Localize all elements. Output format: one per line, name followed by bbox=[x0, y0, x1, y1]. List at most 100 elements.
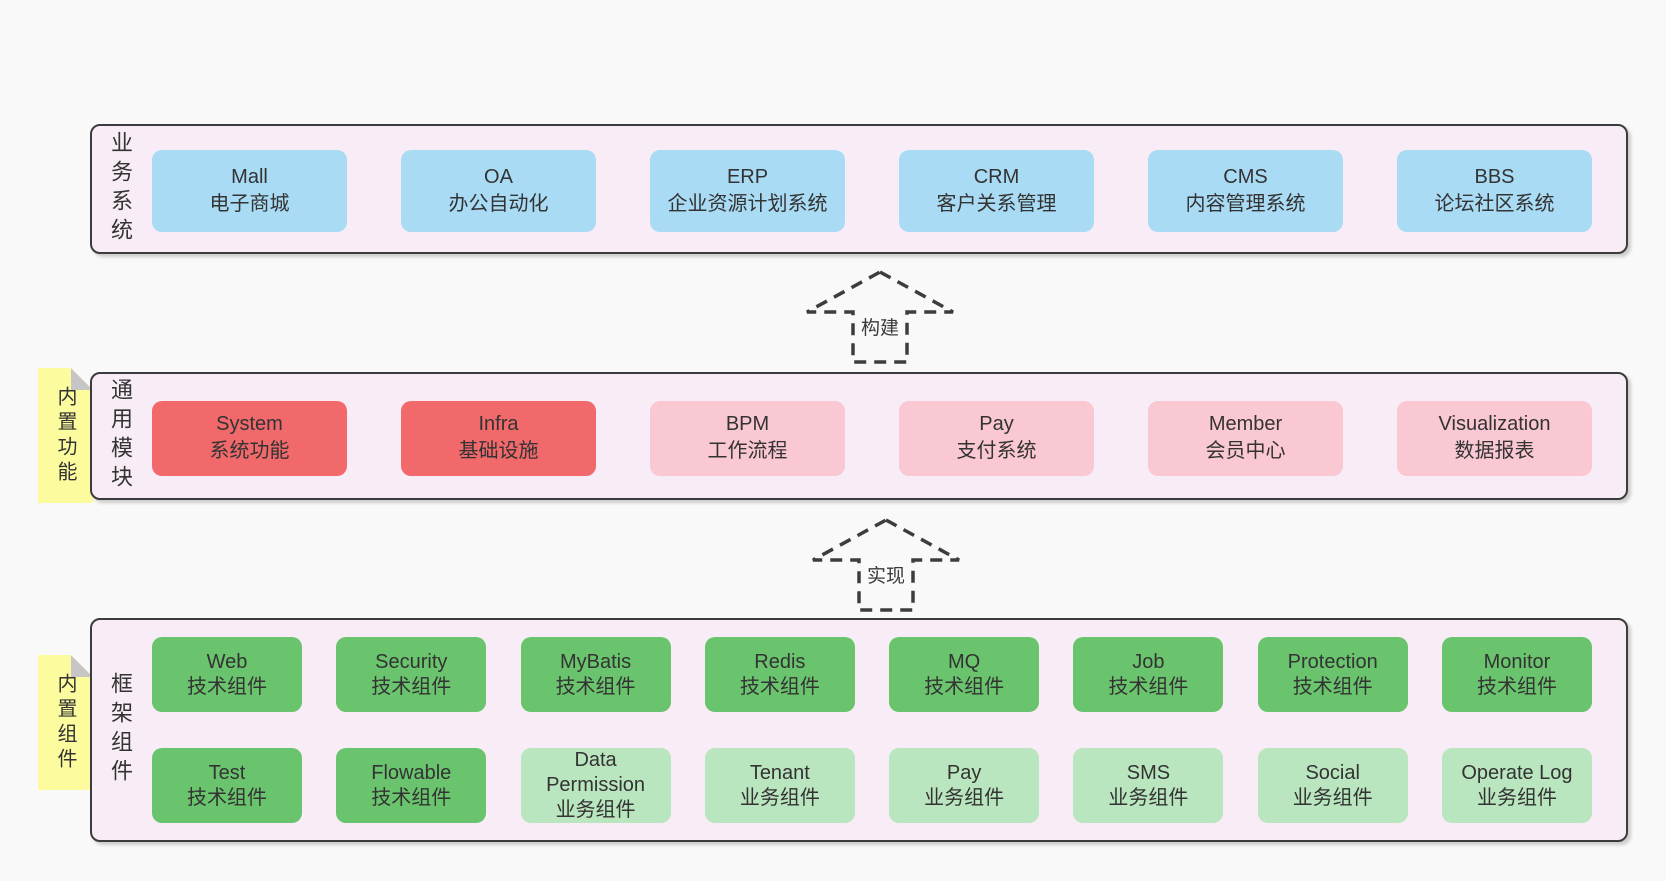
box-bbs: BBS 论坛社区系统 bbox=[1397, 150, 1592, 232]
box-subtitle: 技术组件 bbox=[555, 675, 636, 698]
box-subtitle: 办公自动化 bbox=[448, 193, 549, 215]
box-title: System bbox=[216, 413, 283, 435]
box-title: MyBatis bbox=[560, 650, 632, 673]
box-pay-system: Pay 支付系统 bbox=[899, 400, 1094, 476]
box-title: Data Permission bbox=[546, 749, 646, 796]
box-title: Web bbox=[206, 650, 248, 673]
box-redis: Redis 技术组件 bbox=[704, 637, 855, 712]
box-title: Tenant bbox=[749, 761, 810, 784]
box-job: Job 技术组件 bbox=[1073, 637, 1224, 712]
arrow-up-dashed-icon bbox=[806, 270, 954, 364]
note-built-in-features: 内置功能 bbox=[38, 368, 93, 503]
box-subtitle: 论坛社区系统 bbox=[1434, 193, 1555, 215]
components-box-row-1: Web 技术组件 Security 技术组件 MyBatis 技术组件 Redi… bbox=[152, 637, 1592, 712]
box-mall: Mall 电子商城 bbox=[152, 150, 347, 232]
box-security: Security 技术组件 bbox=[336, 637, 487, 712]
box-title: SMS bbox=[1126, 761, 1171, 784]
box-pay-component: Pay 业务组件 bbox=[889, 748, 1040, 823]
box-title: Visualization bbox=[1438, 413, 1551, 435]
box-oa: OA 办公自动化 bbox=[401, 150, 596, 232]
box-tenant: Tenant 业务组件 bbox=[704, 748, 855, 823]
box-subtitle: 内容管理系统 bbox=[1185, 193, 1306, 215]
box-mybatis: MyBatis 技术组件 bbox=[520, 637, 671, 712]
arrow-up-dashed-icon bbox=[812, 518, 960, 612]
box-member: Member 会员中心 bbox=[1148, 400, 1343, 476]
box-infra: Infra 基础设施 bbox=[401, 400, 596, 476]
box-subtitle: 会员中心 bbox=[1205, 440, 1286, 462]
layer-framework-components: 框架组件 Web 技术组件 Security 技术组件 MyBatis 技术组件… bbox=[90, 618, 1628, 842]
box-subtitle: 业务组件 bbox=[1292, 786, 1373, 809]
box-subtitle: 技术组件 bbox=[924, 675, 1005, 698]
box-subtitle: 业务组件 bbox=[924, 786, 1005, 809]
box-subtitle: 技术组件 bbox=[187, 675, 267, 698]
box-subtitle: 业务组件 bbox=[739, 786, 820, 809]
layer-common-modules: 通用模块 System 系统功能 Infra 基础设施 BPM 工作流程 Pay… bbox=[90, 372, 1628, 500]
modules-box-row: System 系统功能 Infra 基础设施 BPM 工作流程 Pay 支付系统… bbox=[152, 374, 1592, 502]
box-social: Social 业务组件 bbox=[1257, 748, 1408, 823]
box-data-permission: Data Permission 业务组件 bbox=[520, 748, 671, 823]
box-title: Infra bbox=[478, 413, 519, 435]
box-title: ERP bbox=[726, 166, 769, 188]
arrow-implement-label: 实现 bbox=[864, 561, 908, 588]
box-title: Pay bbox=[979, 413, 1014, 435]
box-title: Member bbox=[1208, 413, 1283, 435]
note-built-in-components: 内置组件 bbox=[38, 655, 93, 790]
box-subtitle: 企业资源计划系统 bbox=[667, 193, 828, 215]
box-title: MQ bbox=[948, 650, 981, 673]
box-subtitle: 工作流程 bbox=[707, 440, 788, 462]
box-mq: MQ 技术组件 bbox=[889, 637, 1040, 712]
box-subtitle: 技术组件 bbox=[1292, 675, 1373, 698]
box-subtitle: 技术组件 bbox=[1476, 675, 1557, 698]
box-test: Test 技术组件 bbox=[152, 748, 302, 823]
box-title: Protection bbox=[1287, 650, 1378, 673]
box-subtitle: 数据报表 bbox=[1454, 440, 1535, 462]
box-visualization: Visualization 数据报表 bbox=[1397, 400, 1592, 476]
layer-business-systems-label: 业务系统 bbox=[108, 131, 133, 247]
layer-common-modules-label: 通用模块 bbox=[108, 378, 133, 494]
box-title: Security bbox=[375, 650, 448, 673]
box-subtitle: 业务组件 bbox=[1108, 786, 1189, 809]
box-subtitle: 技术组件 bbox=[187, 786, 267, 809]
box-title: CRM bbox=[973, 166, 1020, 188]
note-built-in-features-label: 内置功能 bbox=[54, 385, 76, 486]
box-erp: ERP 企业资源计划系统 bbox=[650, 150, 845, 232]
box-protection: Protection 技术组件 bbox=[1257, 637, 1408, 712]
note-built-in-components-label: 内置组件 bbox=[54, 672, 76, 773]
box-system: System 系统功能 bbox=[152, 400, 347, 476]
box-subtitle: 技术组件 bbox=[371, 786, 452, 809]
box-subtitle: 电子商城 bbox=[209, 193, 290, 215]
box-subtitle: 技术组件 bbox=[1108, 675, 1189, 698]
components-box-row-2: Test 技术组件 Flowable 技术组件 Data Permission … bbox=[152, 748, 1592, 823]
box-title: Operate Log bbox=[1461, 761, 1573, 784]
box-operate-log: Operate Log 业务组件 bbox=[1441, 748, 1592, 823]
arrow-implement: 实现 bbox=[806, 517, 966, 613]
box-sms: SMS 业务组件 bbox=[1073, 748, 1224, 823]
box-title: Monitor bbox=[1483, 650, 1551, 673]
box-title: Pay bbox=[946, 761, 982, 784]
box-title: Mall bbox=[231, 166, 268, 188]
box-title: OA bbox=[484, 166, 513, 188]
arrow-build-label: 构建 bbox=[858, 313, 902, 340]
box-title: Job bbox=[1132, 650, 1165, 673]
box-monitor: Monitor 技术组件 bbox=[1441, 637, 1592, 712]
box-subtitle: 业务组件 bbox=[1476, 786, 1557, 809]
layer-business-systems: 业务系统 Mall 电子商城 OA 办公自动化 ERP 企业资源计划系统 CRM… bbox=[90, 124, 1628, 254]
box-title: Flowable bbox=[371, 761, 452, 784]
box-subtitle: 业务组件 bbox=[555, 799, 636, 821]
box-subtitle: 技术组件 bbox=[739, 675, 820, 698]
arrow-build: 构建 bbox=[800, 269, 960, 365]
box-title: BPM bbox=[725, 413, 770, 435]
box-title: Test bbox=[208, 761, 246, 784]
layer-framework-components-label: 框架组件 bbox=[108, 672, 133, 788]
box-title: Redis bbox=[754, 650, 806, 673]
box-title: Social bbox=[1305, 761, 1360, 784]
box-subtitle: 技术组件 bbox=[371, 675, 452, 698]
business-box-row: Mall 电子商城 OA 办公自动化 ERP 企业资源计划系统 CRM 客户关系… bbox=[152, 126, 1592, 256]
box-title: CMS bbox=[1223, 166, 1268, 188]
box-subtitle: 支付系统 bbox=[956, 440, 1037, 462]
box-flowable: Flowable 技术组件 bbox=[336, 748, 487, 823]
box-subtitle: 系统功能 bbox=[209, 440, 290, 462]
box-bpm: BPM 工作流程 bbox=[650, 400, 845, 476]
box-subtitle: 基础设施 bbox=[458, 440, 539, 462]
